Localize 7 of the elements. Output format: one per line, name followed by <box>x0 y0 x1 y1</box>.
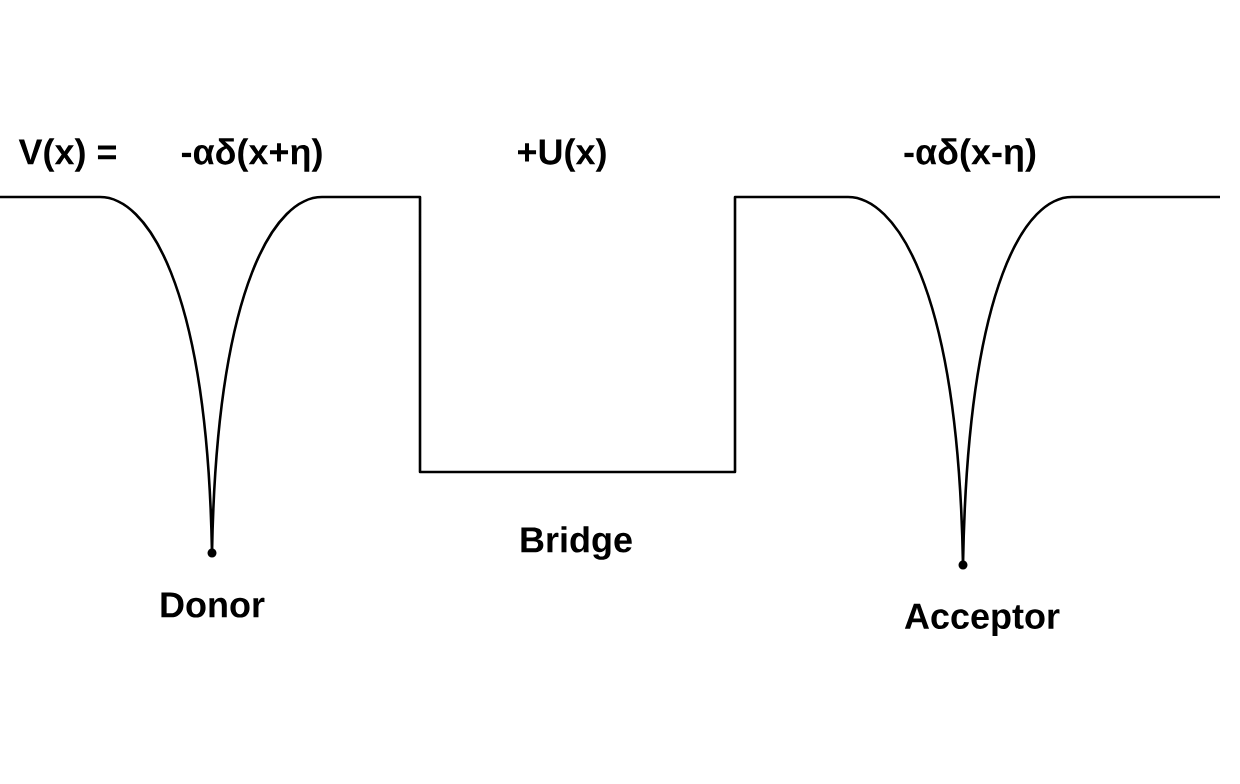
region-label: Bridge <box>521 526 632 560</box>
formula-label: +U(x) <box>518 138 606 172</box>
formula-label: V(x) = <box>18 138 116 172</box>
region-label: Donor <box>161 592 265 618</box>
region-label: Acceptor <box>904 603 1060 637</box>
formula-label: -αδ(x-η) <box>904 138 1036 172</box>
formula-label: -αδ(x+η) <box>181 138 322 172</box>
